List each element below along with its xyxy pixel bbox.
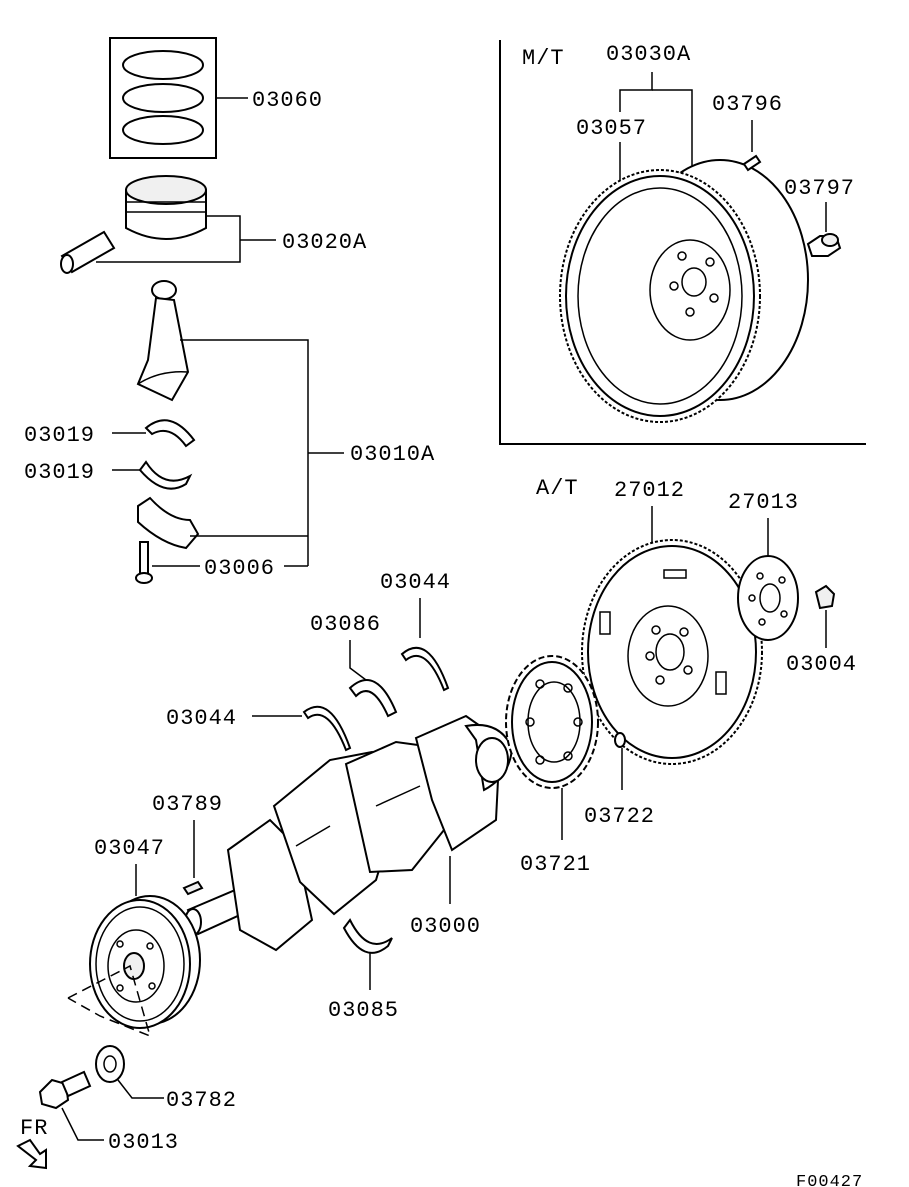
woodruff-key[interactable]	[182, 880, 204, 896]
connecting-rod[interactable]	[136, 280, 190, 402]
mt-label: M/T	[522, 46, 565, 71]
flywheel-mt[interactable]	[559, 159, 809, 423]
direction-label: FR	[20, 1116, 48, 1141]
flywheel-bolt[interactable]	[806, 233, 842, 257]
rod-bearing-upper[interactable]	[144, 419, 196, 448]
label-03057[interactable]: 03057	[576, 116, 647, 141]
piston-pin[interactable]	[60, 230, 116, 274]
crankshaft[interactable]	[184, 714, 514, 952]
label-03019b[interactable]: 03019	[24, 460, 95, 485]
figure-code: F00427	[796, 1173, 863, 1187]
drive-plate[interactable]	[581, 539, 763, 765]
label-03000[interactable]: 03000	[410, 914, 481, 939]
label-03013[interactable]: 03013	[108, 1130, 179, 1155]
leader-03030a-left	[619, 72, 653, 112]
label-03047[interactable]: 03047	[94, 836, 165, 861]
label-03010a[interactable]: 03010A	[350, 442, 435, 467]
rod-bolt[interactable]	[135, 541, 153, 584]
label-03721[interactable]: 03721	[520, 852, 591, 877]
label-03004[interactable]: 03004	[786, 652, 857, 677]
leader-03086	[349, 640, 367, 681]
crank-sensing-ring[interactable]	[505, 655, 599, 789]
crankshaft-pulley[interactable]	[89, 895, 201, 1029]
thrust-bearing-upper[interactable]	[400, 646, 450, 692]
adapter-plate[interactable]	[737, 555, 799, 641]
label-03722[interactable]: 03722	[584, 804, 655, 829]
sensing-ring-pin[interactable]	[614, 732, 626, 748]
pulley-bolt[interactable]	[38, 1070, 92, 1110]
rod-bearing-lower[interactable]	[138, 460, 193, 490]
leader-03782	[117, 1079, 164, 1099]
label-03044b[interactable]: 03044	[166, 706, 237, 731]
leader-03013	[61, 1107, 104, 1141]
label-27013[interactable]: 27013	[728, 490, 799, 515]
label-03782[interactable]: 03782	[166, 1088, 237, 1113]
front-direction-arrow-icon	[16, 1138, 47, 1170]
bolt-alignment-guide	[67, 964, 152, 1038]
label-03796[interactable]: 03796	[712, 92, 783, 117]
label-03797[interactable]: 03797	[784, 176, 855, 201]
at-label: A/T	[536, 476, 579, 501]
main-bearing-upper[interactable]	[348, 679, 398, 718]
leader-03020a	[96, 215, 241, 263]
label-03020a[interactable]: 03020A	[282, 230, 367, 255]
label-03789[interactable]: 03789	[152, 792, 223, 817]
mt-section-border	[499, 40, 866, 445]
main-bearing-lower[interactable]	[342, 918, 393, 954]
label-03030a[interactable]: 03030A	[606, 42, 691, 67]
label-27012[interactable]: 27012	[614, 478, 685, 503]
label-03044a[interactable]: 03044	[380, 570, 451, 595]
drive-plate-bolt[interactable]	[814, 584, 836, 610]
piston[interactable]	[125, 175, 207, 240]
label-03006[interactable]: 03006	[204, 556, 275, 581]
thrust-bearing-lower[interactable]	[302, 705, 352, 752]
label-03019a[interactable]: 03019	[24, 423, 95, 448]
pulley-washer[interactable]	[95, 1045, 125, 1083]
label-03060[interactable]: 03060	[252, 88, 323, 113]
piston-ring-set[interactable]	[109, 37, 217, 159]
leader-03030a-right	[652, 89, 693, 168]
leader-03010a	[180, 339, 309, 566]
label-03086[interactable]: 03086	[310, 612, 381, 637]
label-03085[interactable]: 03085	[328, 998, 399, 1023]
dowel-pin[interactable]	[742, 154, 762, 172]
rod-cap[interactable]	[137, 496, 200, 550]
